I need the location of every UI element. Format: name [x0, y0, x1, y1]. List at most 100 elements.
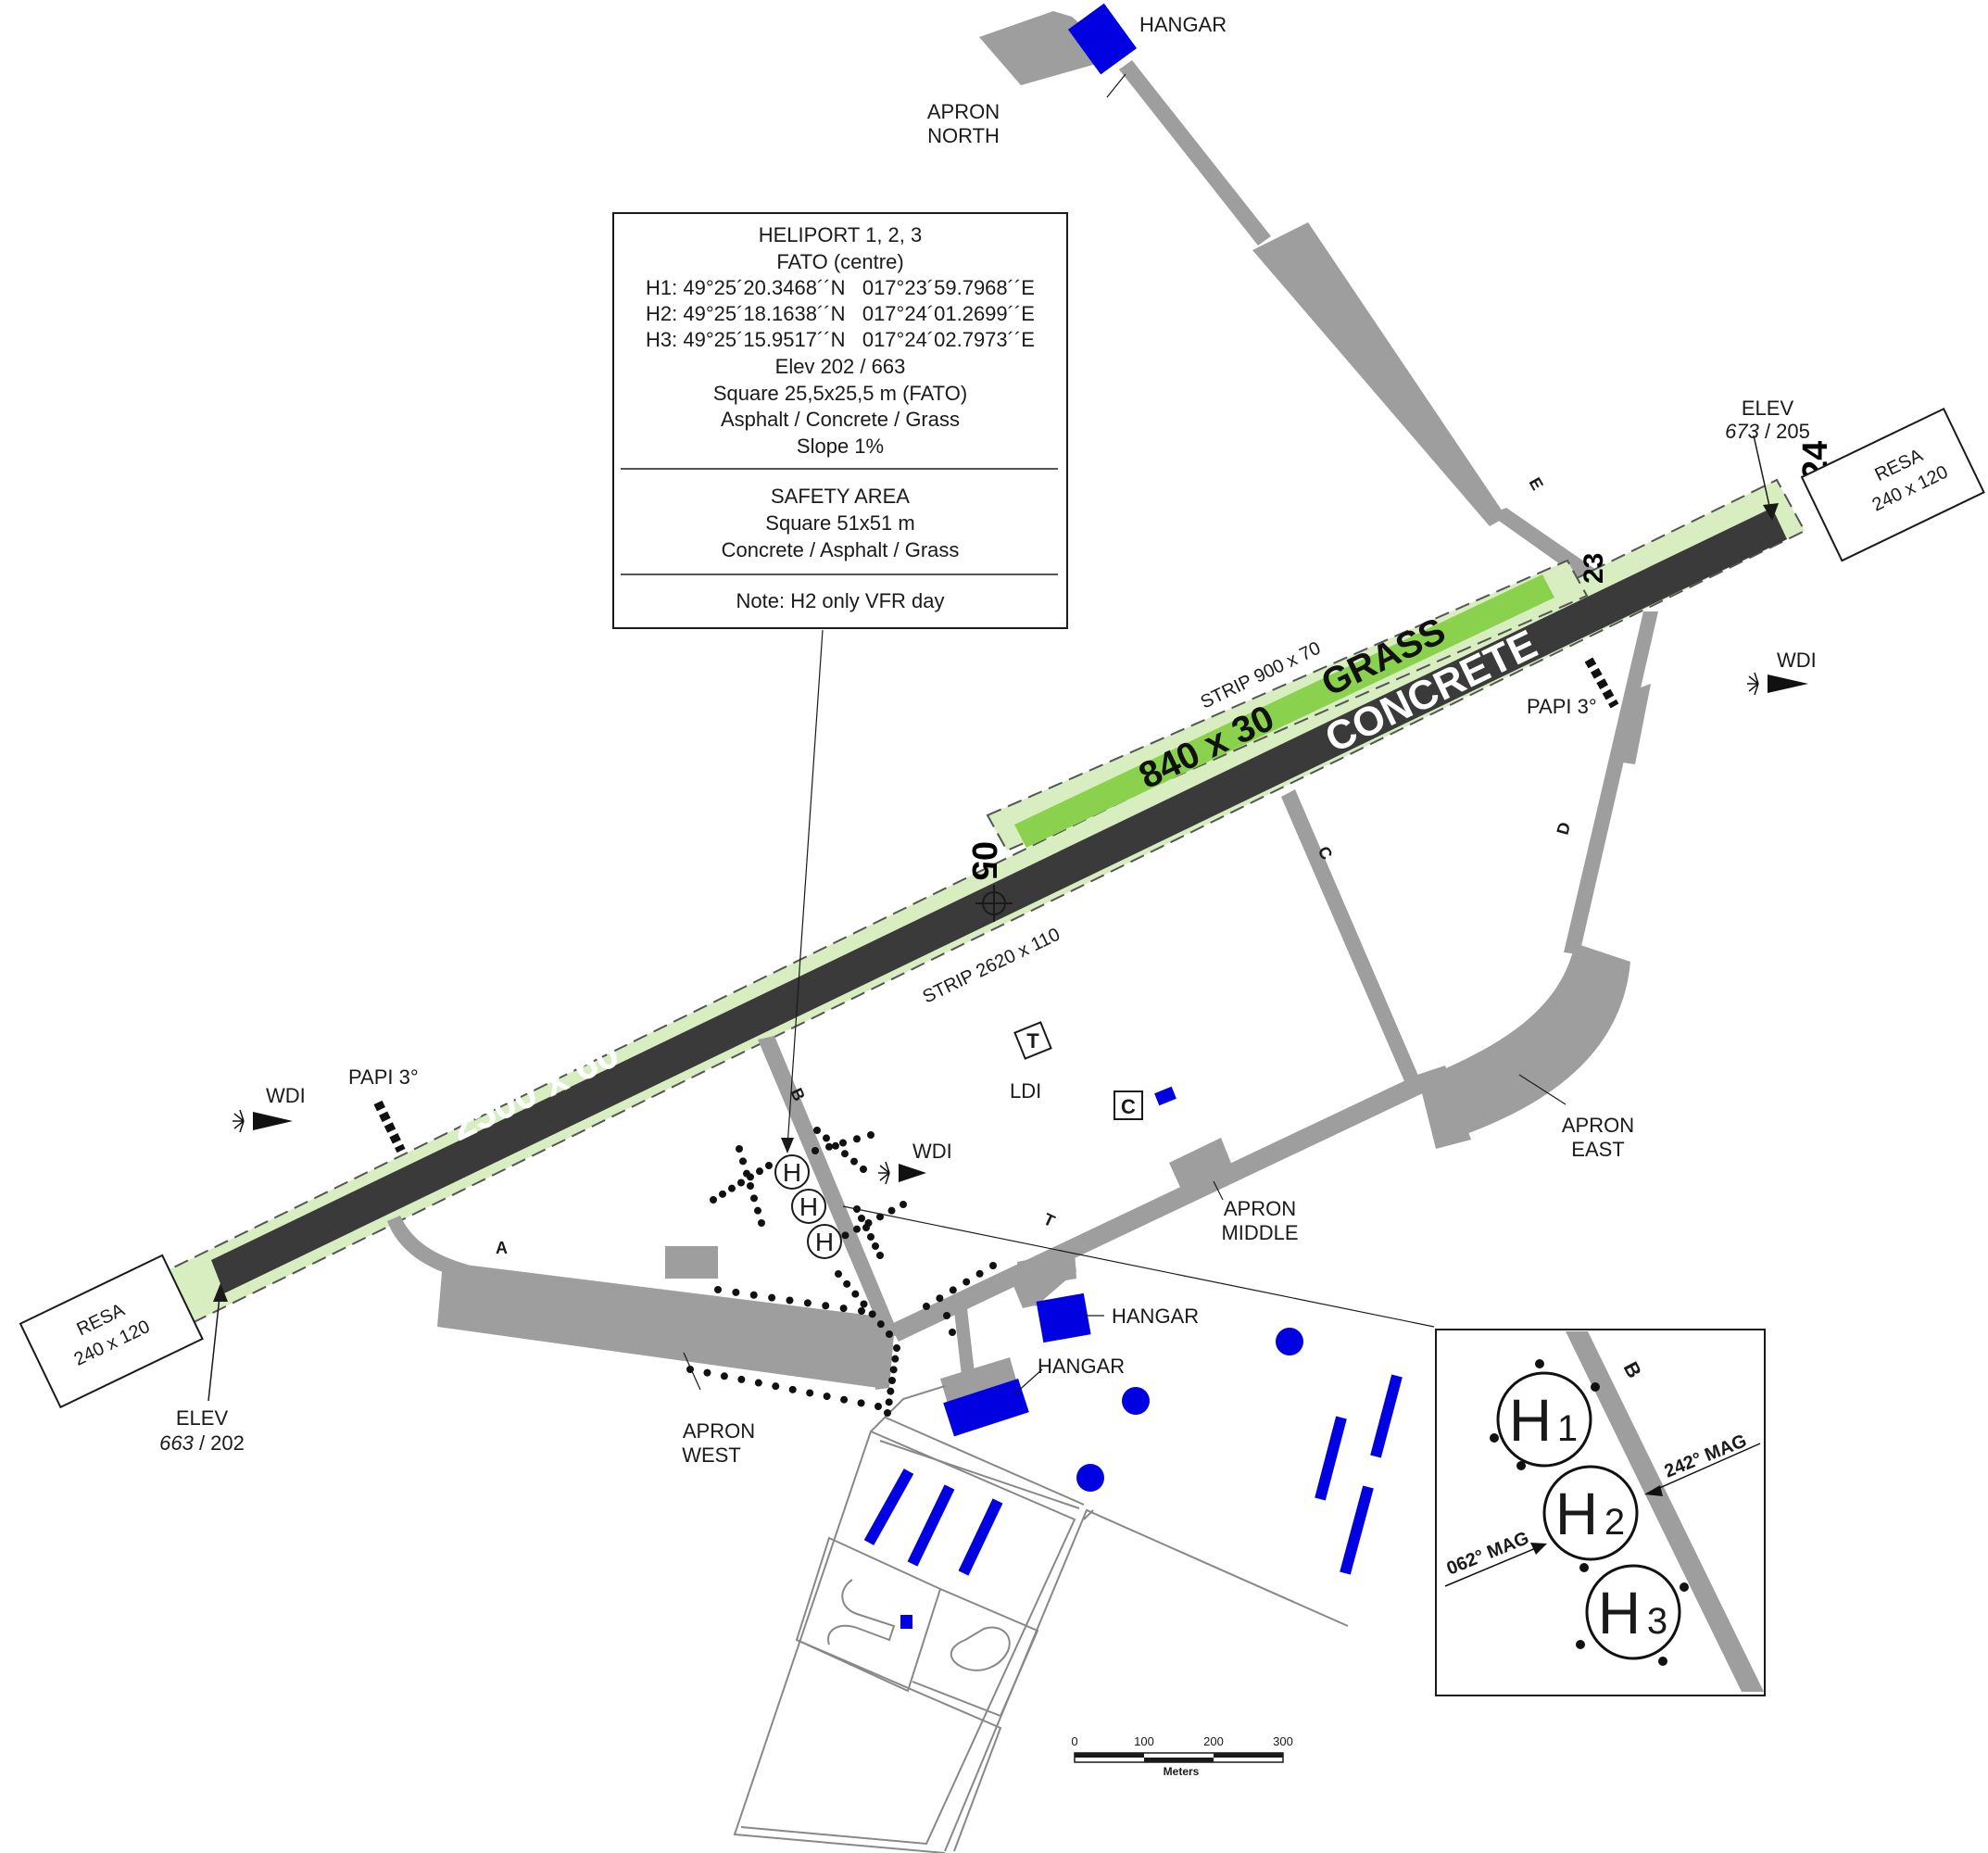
- apron-east-label-1: APRON: [1562, 1114, 1634, 1137]
- apron-west-label-1: APRON: [683, 1419, 755, 1443]
- elev-east: ELEV 673 / 205: [1725, 397, 1810, 521]
- helipad-h2: H: [791, 1189, 826, 1224]
- taxiway-c: [1281, 789, 1421, 1088]
- light-dot: [839, 1139, 847, 1147]
- papi-east-label: PAPI 3°: [1527, 695, 1597, 718]
- wdi-heli-label: WDI: [912, 1140, 952, 1163]
- resa-west: RESA 240 x 120: [19, 1254, 204, 1409]
- scale-tick-0: 0: [1071, 1734, 1077, 1748]
- heliport-h2-coords: H2: 49°25´18.1638´´N 017°24´01.2699´´E: [646, 302, 1035, 325]
- main-runway: [211, 508, 1787, 1293]
- light-dot: [806, 1389, 814, 1397]
- elev-west-value: 663 / 202: [159, 1431, 245, 1455]
- light-dot: [747, 1182, 754, 1190]
- light-dot: [743, 1169, 750, 1178]
- inset-h1-sub: 1: [1557, 1408, 1578, 1449]
- leader-lines: [683, 73, 1566, 1395]
- south-fenced-area: [733, 1385, 1349, 1853]
- t-marker: T: [1013, 1021, 1052, 1060]
- hangar-north: [1067, 3, 1138, 75]
- small-blue-block: [900, 1615, 912, 1629]
- papi-west-label: PAPI 3°: [348, 1065, 419, 1089]
- light-dot: [754, 1379, 762, 1387]
- light-dot: [853, 1135, 861, 1143]
- scale-tick-200: 200: [1203, 1734, 1224, 1748]
- hangar-2: [943, 1378, 1029, 1437]
- tank-3: [1076, 1464, 1104, 1492]
- light-dot: [841, 1150, 849, 1158]
- light-dot: [876, 1252, 884, 1259]
- helipad-h1: H: [774, 1154, 810, 1190]
- taxiway-e-label: E: [1526, 474, 1547, 493]
- papi-west-icon: [373, 1100, 406, 1153]
- light-dot: [885, 1398, 893, 1406]
- scale-tick-300: 300: [1273, 1734, 1293, 1748]
- helipad-h3-symbol: H: [815, 1228, 834, 1256]
- apron-north-label-1: APRON: [927, 100, 1000, 123]
- light-dot: [900, 1201, 907, 1208]
- hangar-2-label: HANGAR: [1038, 1355, 1125, 1378]
- light-dot: [714, 1286, 722, 1293]
- taxiway-d-label: D: [1554, 820, 1575, 837]
- light-dot: [889, 1366, 898, 1374]
- light-dot: [876, 1320, 885, 1329]
- wdi-east-icon: [1747, 672, 1808, 696]
- apron-west-label-2: WEST: [682, 1443, 741, 1467]
- heliport-subtitle: FATO (centre): [776, 250, 903, 273]
- light-dot: [841, 1231, 849, 1240]
- threshold-05: 05: [964, 841, 1003, 880]
- wdi-heli-icon: [878, 1161, 926, 1185]
- taxiway-d: [1564, 611, 1658, 954]
- safety-area-surface: Concrete / Asphalt / Grass: [722, 538, 960, 561]
- taxiway-t-label: T: [1040, 1209, 1057, 1230]
- light-dot: [888, 1377, 896, 1384]
- apron-small-west: [665, 1246, 718, 1279]
- light-dot: [749, 1291, 758, 1299]
- light-dot: [750, 1194, 758, 1203]
- light-dot: [887, 1206, 896, 1215]
- heliport-h1-coords: H1: 49°25´20.3468´´N 017°23´59.7968´´E: [646, 276, 1035, 299]
- apron-east: [1417, 943, 1630, 1149]
- light-dot: [975, 1269, 984, 1278]
- light-dot: [788, 1385, 797, 1393]
- inset-h3-main: H: [1598, 1580, 1641, 1646]
- elev-west: ELEV 663 / 202: [159, 1283, 245, 1455]
- apron-east-label-2: EAST: [1571, 1138, 1624, 1161]
- light-dot: [720, 1372, 728, 1380]
- inset-h3-sub: 3: [1647, 1601, 1667, 1642]
- light-dot: [823, 1393, 831, 1401]
- light-dot: [867, 1131, 874, 1139]
- light-dot: [825, 1142, 833, 1151]
- heliport-slope: Slope 1%: [797, 435, 884, 458]
- heliport-note: Note: H2 only VFR day: [736, 589, 945, 612]
- light-dot: [963, 1278, 971, 1286]
- reference-point-icon: [975, 885, 1013, 922]
- scale-bar: 0 100 200 300 Meters: [1071, 1734, 1292, 1778]
- light-dot: [843, 1279, 851, 1288]
- light-dot: [936, 1294, 944, 1303]
- light-dot: [923, 1303, 930, 1310]
- light-dot: [839, 1305, 848, 1313]
- inset-h1-main: H: [1509, 1387, 1552, 1454]
- light-dot: [754, 1206, 761, 1215]
- blue-bars: [863, 1374, 1403, 1576]
- apron-middle-label-2: MIDDLE: [1221, 1221, 1298, 1244]
- building-c-marker: [1154, 1086, 1176, 1106]
- t-marker-text: T: [1026, 1029, 1039, 1053]
- light-dot: [891, 1355, 900, 1363]
- light-dot: [858, 1307, 865, 1315]
- hangar-north-label: HANGAR: [1139, 13, 1227, 36]
- light-dot: [851, 1290, 860, 1298]
- threshold-23: 23: [1579, 553, 1609, 584]
- papi-east-icon: [1584, 657, 1619, 709]
- light-dot: [858, 1215, 865, 1222]
- heliport-leader-arrow: [781, 1138, 794, 1153]
- hangar-1-label: HANGAR: [1112, 1305, 1199, 1328]
- wdi-east-label: WDI: [1777, 649, 1817, 672]
- heliport-info-box: HELIPORT 1, 2, 3 FATO (centre) H1: 49°25…: [612, 212, 1068, 629]
- safety-area-square: Square 51x51 m: [765, 511, 914, 535]
- c-marker-text: C: [1121, 1095, 1136, 1118]
- c-marker: C: [1114, 1090, 1143, 1120]
- light-dot: [812, 1147, 819, 1154]
